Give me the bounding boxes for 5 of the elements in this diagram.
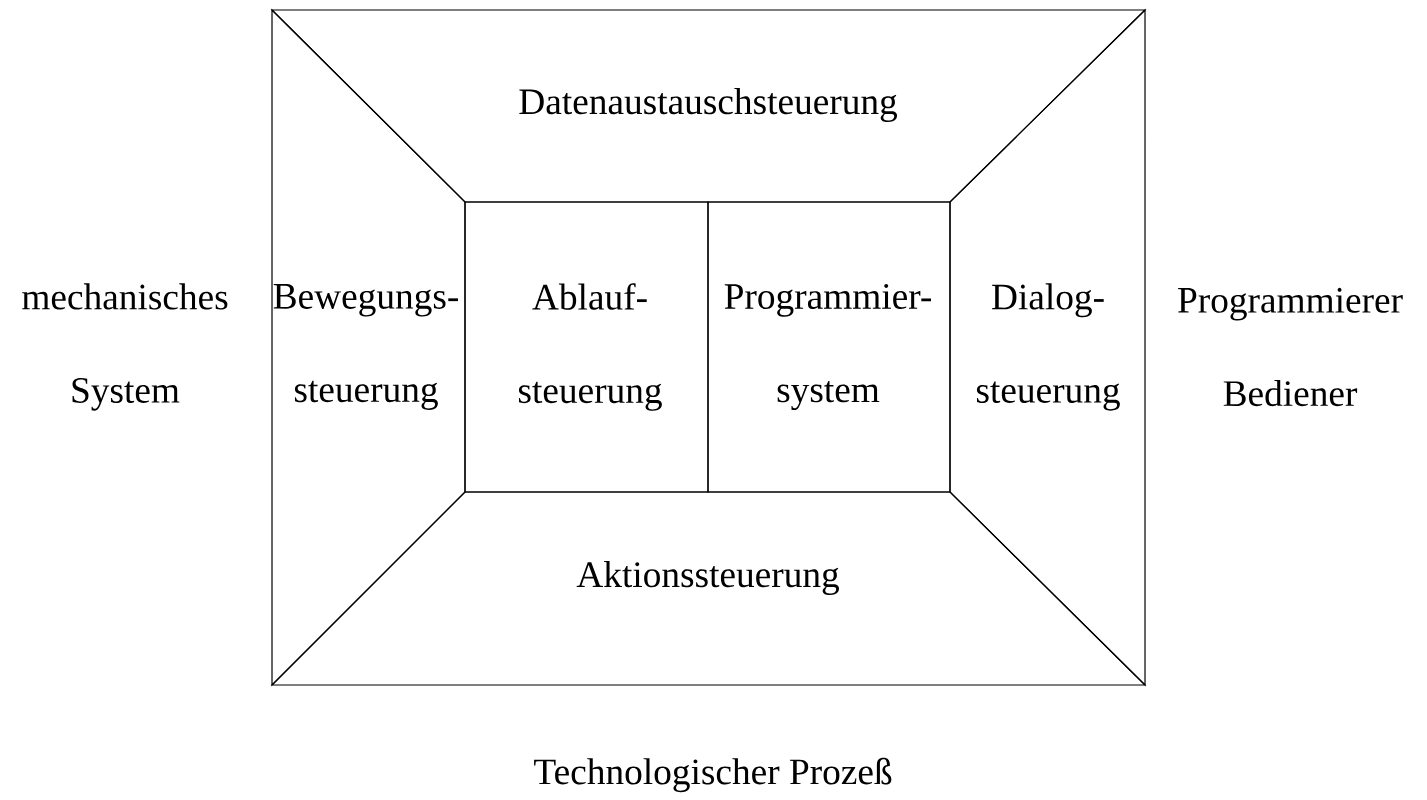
side-label: Technologischer Prozeß <box>534 757 892 793</box>
side-label: Programmierer Bediener <box>1178 287 1403 407</box>
box-region: Ablauf- steuerung <box>464 201 709 493</box>
box-region: Programmier- system <box>707 201 951 493</box>
side-label: mechanisches System <box>22 283 228 411</box>
